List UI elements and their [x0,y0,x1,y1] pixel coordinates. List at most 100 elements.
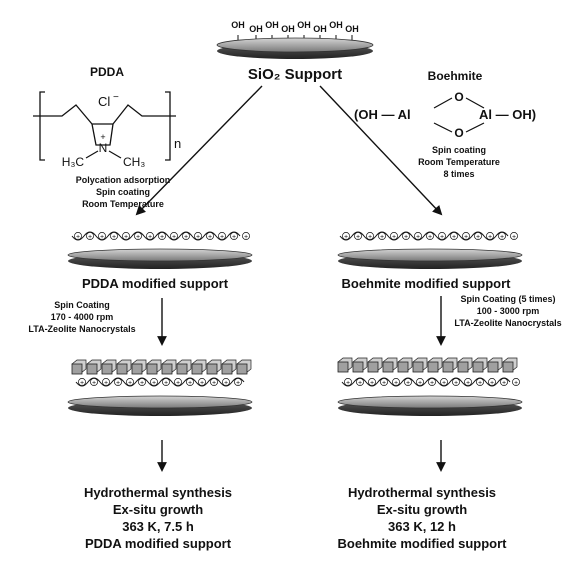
positive-charge-symbol: + [100,234,104,241]
positive-charge-marker [512,378,520,386]
oh-group-label: OH [313,24,327,34]
positive-charge-symbol: + [418,380,422,387]
positive-charge-marker [198,378,206,386]
zeolite-crystal-cube [131,363,143,375]
positive-charge-marker [390,232,398,240]
positive-charge-symbol: + [356,234,360,241]
pdda-condition-2: Spin coating [96,187,150,197]
boehmite-condition-3: 8 times [443,169,474,179]
positive-charge-symbol: + [512,234,516,241]
positive-charge-symbol: + [224,380,228,387]
positive-charge-marker [344,378,352,386]
positive-charge-marker [134,232,142,240]
left-synthesis-line-1: Hydrothermal synthesis [84,485,232,500]
positive-charge-symbol: + [148,234,152,241]
positive-charge-symbol: + [394,380,398,387]
positive-charge-marker [210,378,218,386]
positive-charge-symbol: + [220,234,224,241]
positive-charge-symbol: + [370,380,374,387]
support-disc-top [337,248,523,262]
boehmite-bond-1 [433,97,453,109]
positive-charge-symbol: + [442,380,446,387]
positive-charge-symbol: + [124,234,128,241]
positive-charge-symbol: + [464,234,468,241]
zeolite-crystal-cube [101,363,113,375]
pdda-modified-support-disc: +++++++++++++++ [67,231,253,269]
oh-group-label: OH [265,20,279,30]
support-disc-top [67,248,253,262]
positive-charge-symbol: + [112,234,116,241]
positive-charge-symbol: + [382,380,386,387]
zeolite-crystal-cube [236,363,248,375]
pdda-nitrogen: N [99,141,108,155]
right-synthesis-line-2: Ex-situ growth [377,502,467,517]
boehmite-left-group: (OH — Al [354,107,411,122]
positive-charge-marker [146,232,154,240]
positive-charge-marker [158,232,166,240]
positive-charge-marker [74,232,82,240]
positive-charge-marker [354,232,362,240]
positive-charge-symbol: + [152,380,156,387]
oh-group-label: OH [345,24,359,34]
boehmite-title: Boehmite [428,69,483,83]
positive-charge-marker [474,232,482,240]
boehmite-condition-1: Spin coating [432,145,486,155]
pdda-methyl-bond-right [108,150,122,159]
boehmite-modified-label: Boehmite modified support [342,276,512,291]
zeolite-crystal-cube [502,361,514,373]
support-disc-top [67,395,253,409]
right-spin-line-2: 100 - 3000 rpm [477,306,540,316]
pdda-chloride: Cl [98,94,110,109]
boehmite-oxygen-top: O [454,90,463,104]
positive-charge-marker [162,378,170,386]
positive-charge-marker [222,378,230,386]
positive-charge-symbol: + [488,234,492,241]
positive-charge-marker [404,378,412,386]
positive-charge-marker [428,378,436,386]
positive-charge-symbol: + [430,380,434,387]
positive-charge-marker [450,232,458,240]
positive-charge-marker [150,378,158,386]
positive-charge-marker [218,232,226,240]
positive-charge-marker [462,232,470,240]
zeolite-crystal-cube [397,361,409,373]
support-disc-top [337,395,523,409]
positive-charge-marker [138,378,146,386]
positive-charge-marker [402,232,410,240]
zeolite-crystal-cube [337,361,349,373]
positive-charge-marker [186,378,194,386]
positive-charge-symbol: + [184,234,188,241]
positive-charge-marker [90,378,98,386]
positive-charge-symbol: + [176,380,180,387]
boehmite-oxygen-bottom: O [454,126,463,140]
positive-charge-symbol: + [478,380,482,387]
pdda-structure: PDDA Cl − N + H₃C CH₃ n Polycation adsor… [33,65,181,209]
boehmite-zeolite-coated-disc: +++++++++++++++ [337,357,523,416]
positive-charge-symbol: + [208,234,212,241]
positive-charge-symbol: + [136,234,140,241]
positive-charge-symbol: + [104,380,108,387]
positive-charge-symbol: + [346,380,350,387]
positive-charge-marker [414,232,422,240]
zeolite-crystal-cube [457,361,469,373]
boehmite-modified-support-disc: +++++++++++++++ [337,231,523,269]
positive-charge-marker [486,232,494,240]
pdda-modified-label: PDDA modified support [82,276,229,291]
pdda-methyl-right: CH₃ [123,155,145,169]
positive-charge-symbol: + [212,380,216,387]
left-spin-line-2: 170 - 4000 rpm [51,312,114,322]
pdda-title: PDDA [90,65,124,79]
positive-charge-symbol: + [140,380,144,387]
zeolite-crystal-cube [472,361,484,373]
zeolite-crystal-cube [382,361,394,373]
positive-charge-marker [234,378,242,386]
boehmite-bond-3 [433,122,453,133]
left-synthesis-line-3: 363 K, 7.5 h [122,519,194,534]
positive-charge-symbol: + [200,380,204,387]
positive-charge-symbol: + [80,380,84,387]
positive-charge-symbol: + [188,380,192,387]
pdda-methyl-bond-left [85,150,99,159]
positive-charge-symbol: + [452,234,456,241]
positive-charge-marker [452,378,460,386]
right-spin-line-3: LTA-Zeolite Nanocrystals [454,318,561,328]
